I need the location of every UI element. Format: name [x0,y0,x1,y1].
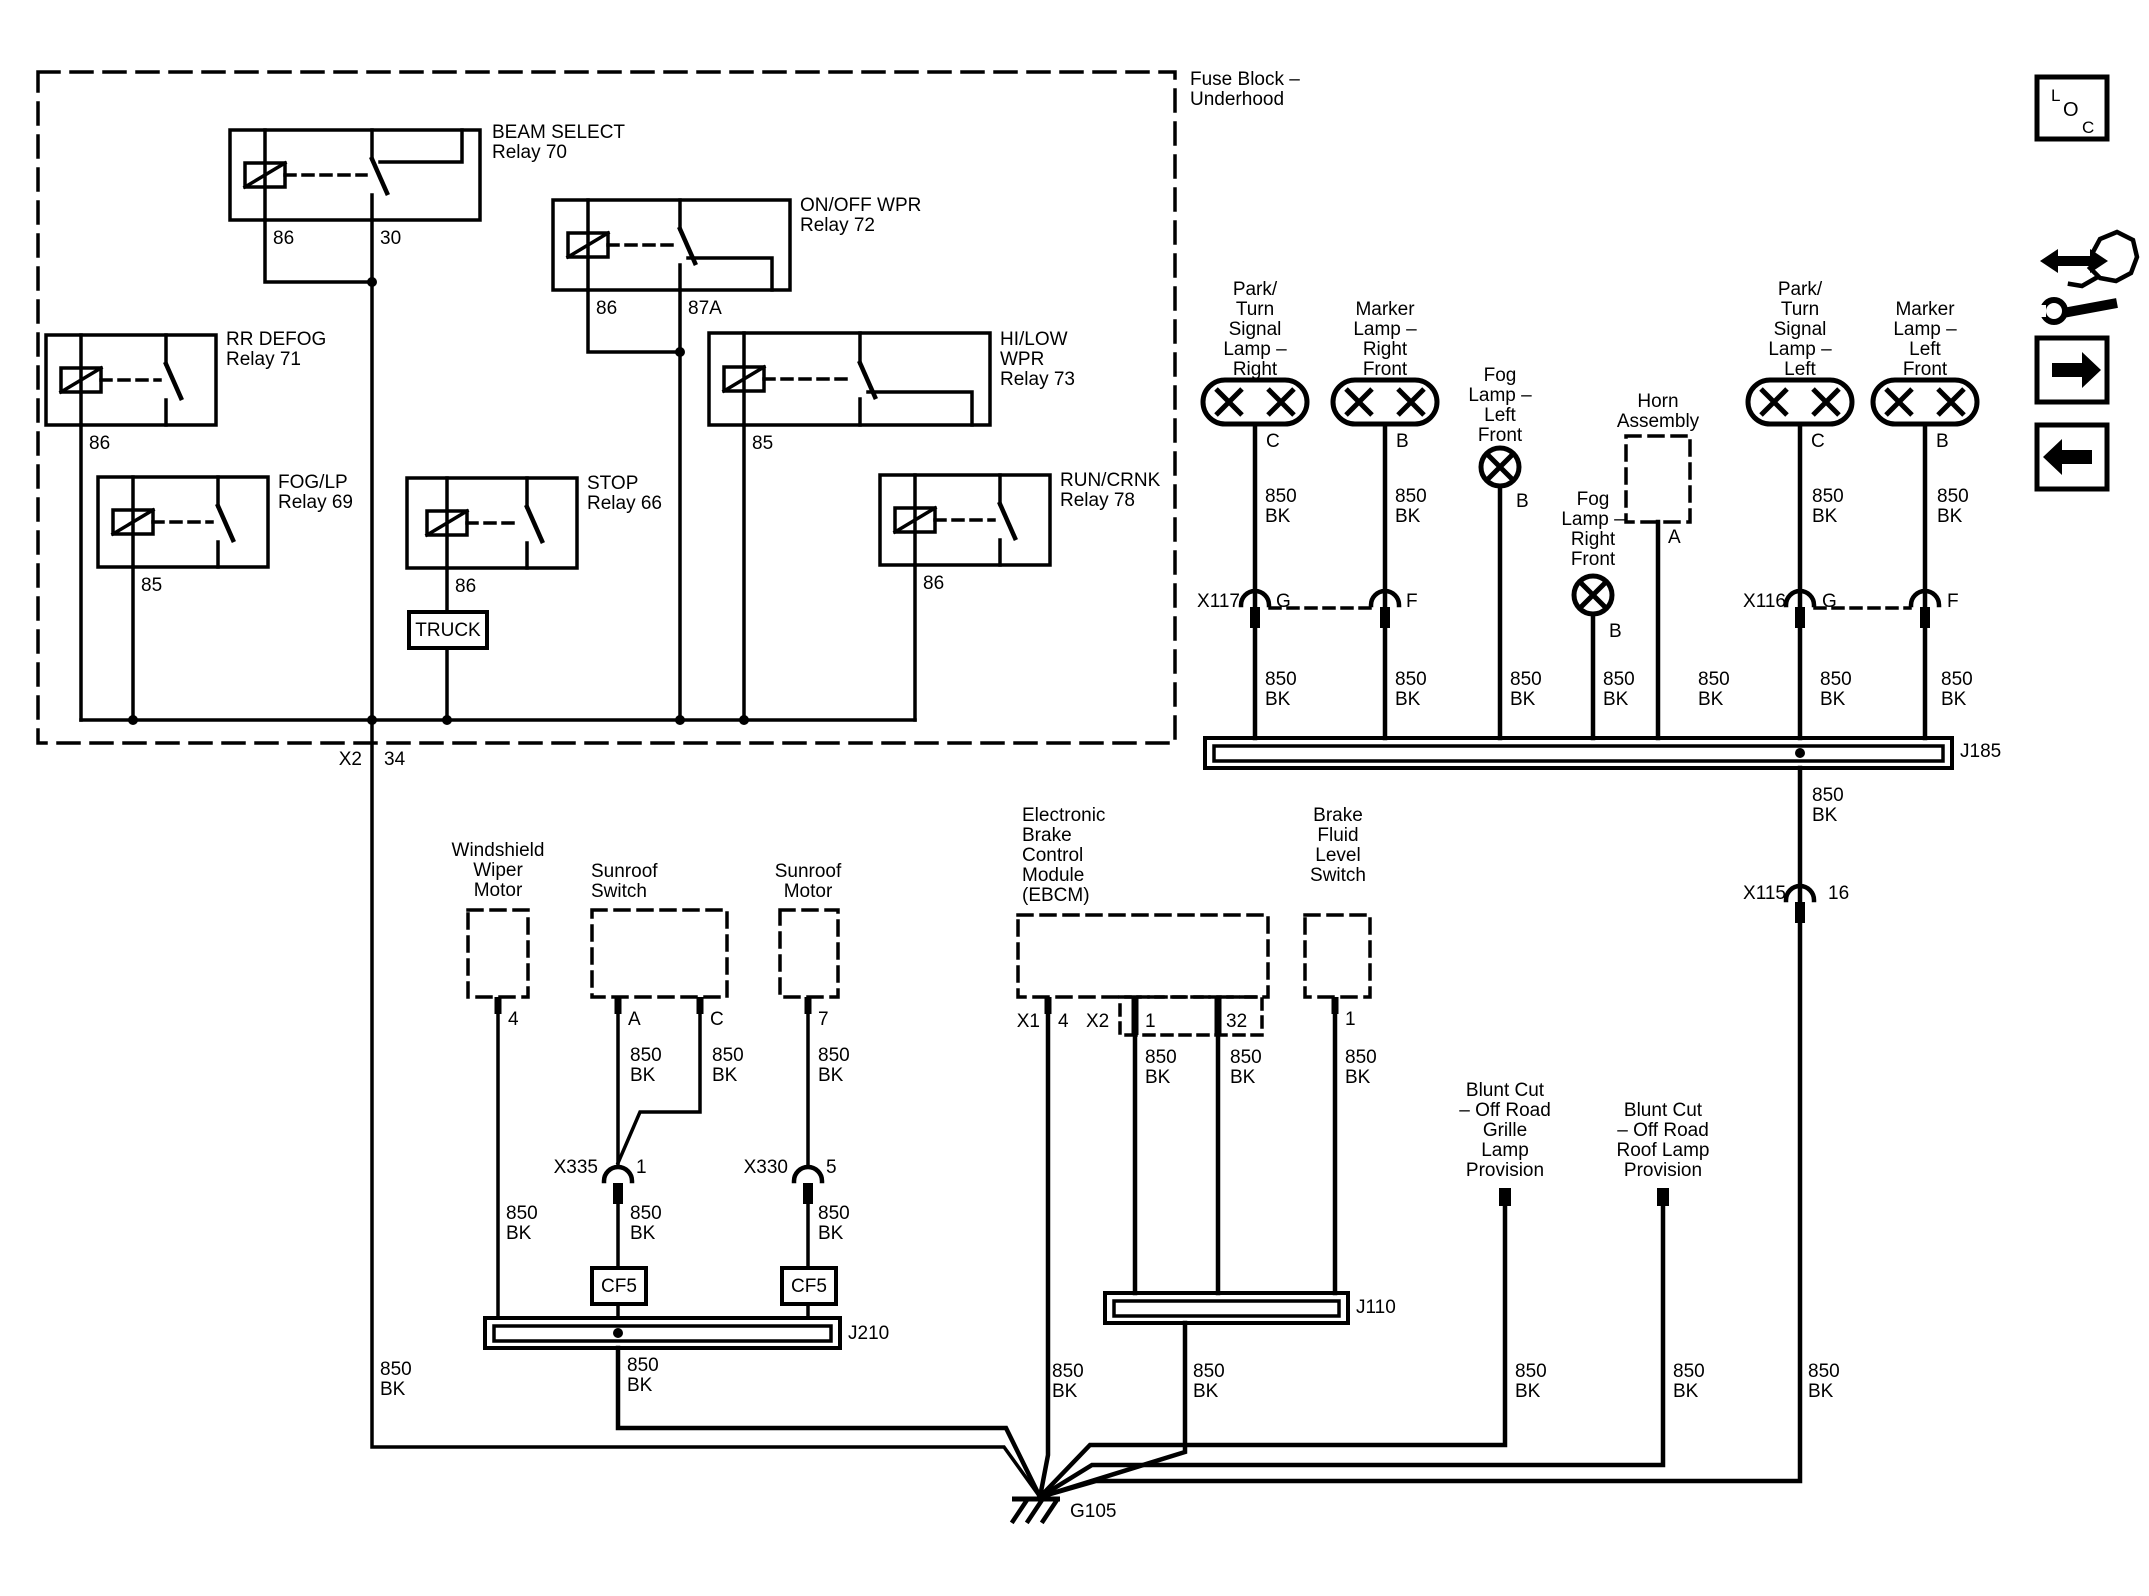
sunroof-switch-box [590,908,729,999]
loc-box-icon[interactable] [2034,74,2110,142]
lamp-circuit-wires [1037,421,1928,1500]
wire-ebcm-x1-4-to-g105 [1037,1011,1051,1500]
hand-wrench-icon[interactable] [2036,229,2140,325]
blunt-cut-roof-tip [1657,1188,1669,1206]
wire-blunt-roof-to-g105 [1036,1203,1666,1501]
wire-relay70-86 [263,218,374,284]
pin-stubs [494,997,1339,1014]
fuse-cf5-right-box [780,1266,838,1306]
fuse-block-boundary [36,70,1177,745]
lamp-fog-left-front-symbol [1478,445,1522,489]
lamp-marker-left-front-symbol [1870,377,1980,427]
wire-j210-to-g105 [615,1345,1044,1501]
connector-x116-f-symbol [1908,588,1942,628]
brake-fluid-level-switch-box [1303,913,1372,999]
wire-blunt-grille-to-g105 [1036,1203,1508,1501]
junction-dot [613,1328,623,1338]
lamp-marker-right-front-symbol [1330,377,1440,427]
connector-x330-symbol [791,1164,825,1204]
junction-dot [1795,748,1805,758]
connector-x115-symbol [1783,883,1817,923]
relay-beam-select [228,128,482,222]
connector-x335-symbol [601,1164,635,1204]
wire-j110-to-g105 [1037,1320,1188,1500]
horn-assembly-box [1624,434,1692,524]
relay-fog-lp [96,475,270,569]
junction-dot [675,715,685,725]
arrow-back-icon[interactable] [2034,422,2110,492]
relay-on-off-wpr [551,198,792,292]
ebcm-pin-stubs [1044,997,1222,1035]
connector-x117-f-symbol [1368,588,1402,628]
arrow-forward-icon[interactable] [2034,335,2110,405]
windshield-wiper-motor-box [466,908,530,999]
sunroof-motor-box [778,908,840,999]
bus-j185 [1203,736,1954,770]
lamp-fog-right-front-symbol [1571,573,1615,617]
blunt-cut-grille-tip [1499,1188,1511,1206]
relay-stop [405,476,579,570]
lamp-park-turn-left-symbol [1745,377,1855,427]
wire-x115-to-g105 [1037,765,1803,1500]
truck-tag-box [407,610,489,650]
component-wires [494,997,1666,1501]
ebcm-x2-connector-box [1118,995,1264,1037]
connector-x116-g-symbol [1783,588,1817,628]
bus-j210 [483,1316,842,1350]
ebcm-box [1016,913,1270,999]
relay-run-crnk [878,473,1052,567]
bus-j110 [1103,1291,1350,1325]
wire-sunroof-switch-c [615,1012,702,1166]
relay-rr-defog [44,333,218,427]
junction-dot [367,715,377,725]
wire-x2-34-to-g105 [370,218,1043,1500]
fuse-block-wires [79,218,1043,1500]
junction-dot [367,277,377,287]
ground-g105-symbol [1009,1496,1061,1525]
junction-dot [442,715,452,725]
wire-relay72-86 [586,288,682,354]
junction-dot [739,715,749,725]
relay-hi-low-wpr [707,331,992,427]
fuse-cf5-left-box [590,1266,648,1306]
lamp-park-turn-right-symbol [1200,377,1310,427]
junction-dot [675,347,685,357]
connector-x117-g-symbol [1238,588,1272,628]
junction-dot [128,715,138,725]
